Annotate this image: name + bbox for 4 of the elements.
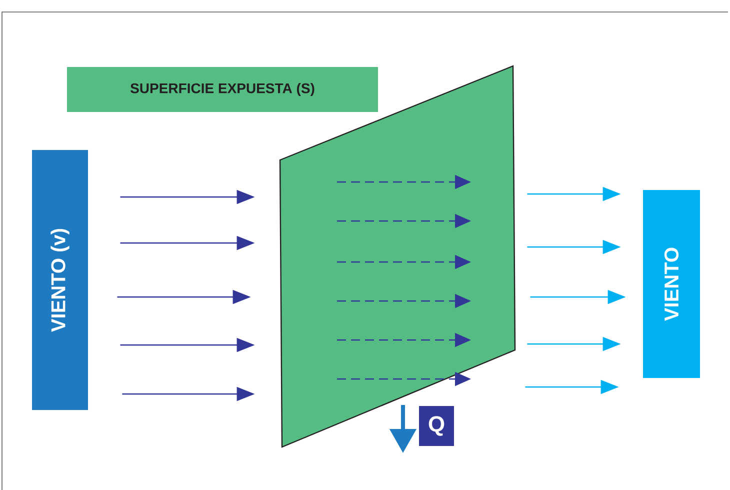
wind-box: VIENTO (v) xyxy=(32,150,88,410)
wind-box: VIENTO xyxy=(643,190,700,378)
title-box: SUPERFICIE EXPUESTA (S) xyxy=(67,67,378,112)
heat-label-box: Q xyxy=(419,406,454,446)
